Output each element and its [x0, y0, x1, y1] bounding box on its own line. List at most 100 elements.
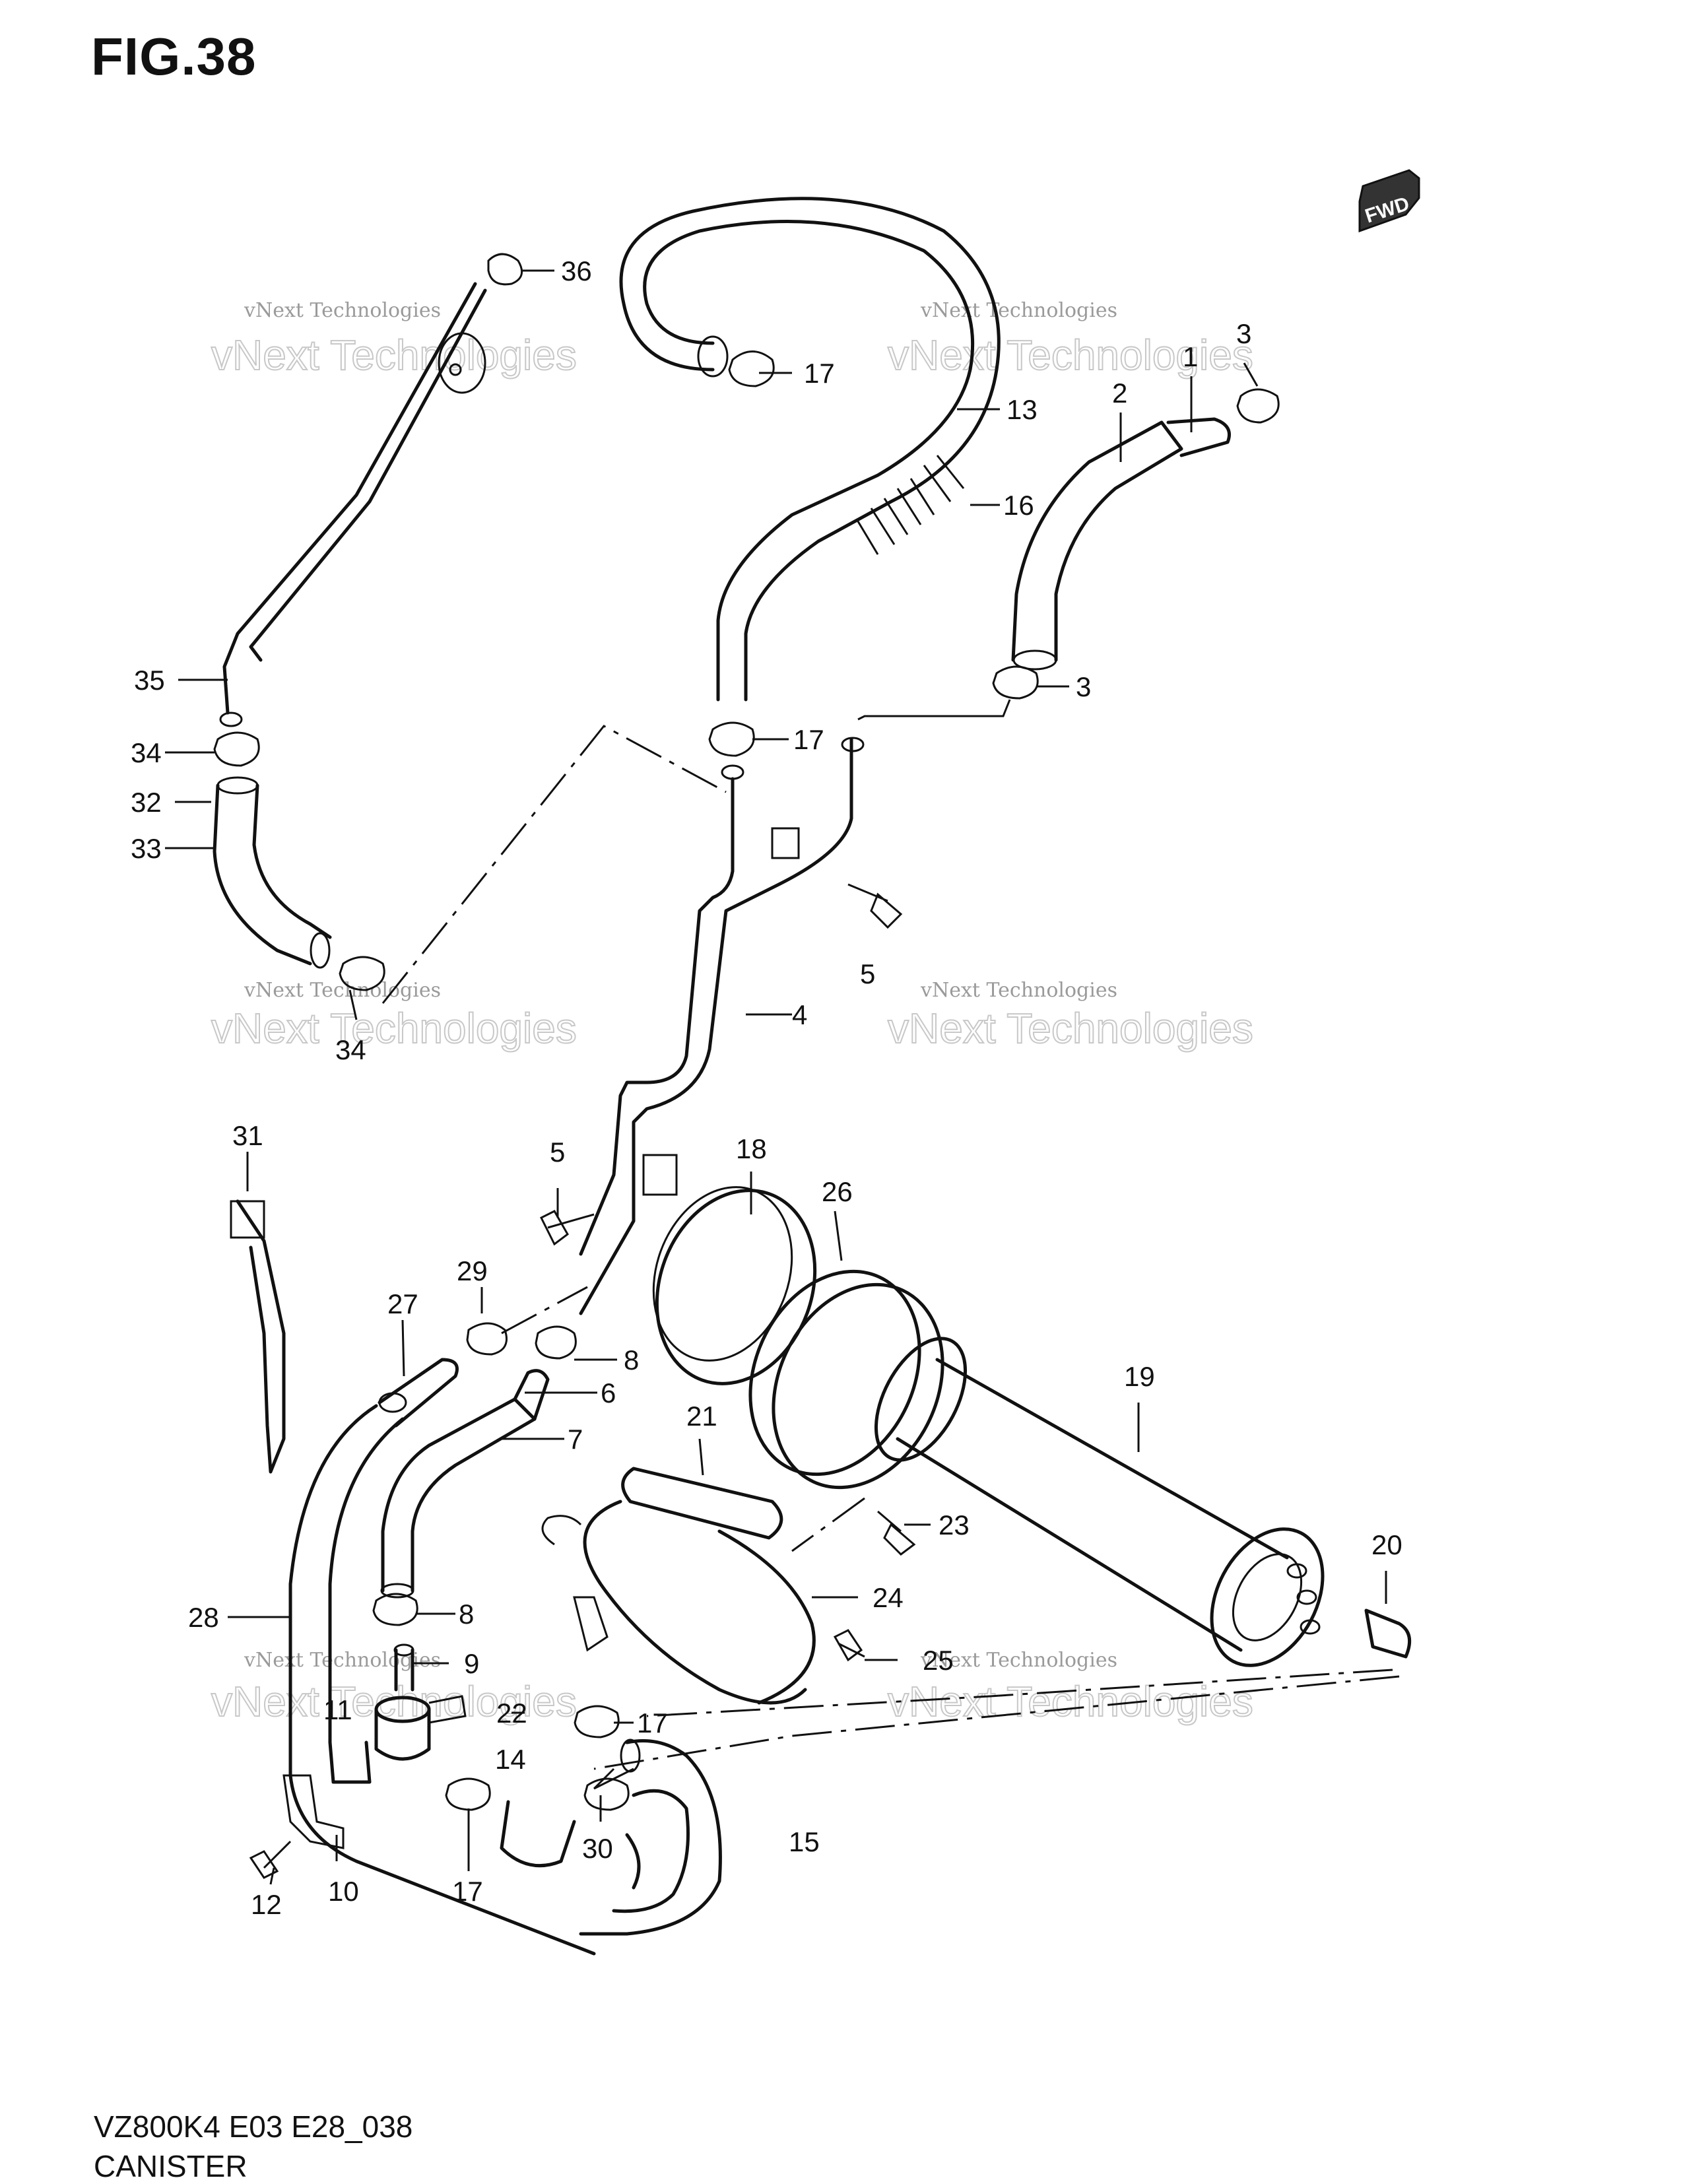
callout-32: 32 — [131, 787, 162, 818]
bolt-12 — [249, 1840, 292, 1879]
bolt-23 — [877, 1510, 916, 1556]
hose-13 — [619, 197, 1001, 702]
bolt-5 — [539, 1210, 595, 1246]
callout-17: 17 — [452, 1876, 483, 1907]
seal-18 — [652, 1186, 817, 1385]
holder-24 — [541, 1500, 816, 1705]
bracket-21 — [621, 1467, 783, 1540]
hose-14 — [500, 1800, 576, 1868]
pipe-1 — [1166, 417, 1231, 457]
figure-title: FIG.38 — [91, 27, 257, 86]
watermark-text: vNext Technologies — [211, 1005, 577, 1052]
watermark-text: vNext Technologies — [888, 331, 1253, 379]
callout-10: 10 — [328, 1876, 359, 1907]
callout-13: 13 — [1006, 394, 1038, 425]
callout-17: 17 — [793, 724, 824, 755]
callout-18: 18 — [736, 1133, 767, 1164]
callout-3: 3 — [1076, 671, 1091, 702]
watermark-text: vNext Technologies — [888, 1005, 1253, 1052]
callout-1: 1 — [1183, 341, 1198, 372]
callout-8: 8 — [459, 1599, 474, 1630]
callout-30: 30 — [582, 1833, 613, 1864]
callout-labels: 1 2 3 3 4 5 5 6 7 8 8 9 10 11 12 13 14 1… — [131, 255, 1402, 1920]
model-code: VZ800K4 E03 E28_038 — [94, 2109, 413, 2144]
hose-27 — [378, 1358, 459, 1428]
clamp-3 — [992, 665, 1039, 700]
clamp-29 — [466, 1322, 508, 1356]
callout-5: 5 — [550, 1137, 565, 1168]
hose-protector-16 — [857, 455, 965, 555]
callout-36: 36 — [561, 255, 592, 286]
hose-11 — [328, 1740, 372, 1784]
hose-7 — [380, 1397, 537, 1599]
hose-6 — [513, 1369, 550, 1421]
callout-12: 12 — [251, 1889, 282, 1920]
callout-14: 14 — [495, 1744, 526, 1775]
pipe-9 — [393, 1643, 414, 1692]
watermark-text: vNext Technologies — [244, 1649, 441, 1672]
figure-subtitle: CANISTER — [94, 2149, 248, 2183]
callout-17: 17 — [637, 1707, 668, 1738]
callout-28: 28 — [188, 1602, 219, 1633]
clamp-17 — [574, 1705, 620, 1738]
bolt-25 — [833, 1629, 865, 1662]
clamp-8 — [372, 1593, 418, 1626]
clamp-17 — [728, 350, 775, 387]
callout-5: 5 — [860, 958, 875, 989]
watermark-group: vNext Technologies vNext Technologies vN… — [211, 299, 1254, 1726]
watermark-text: vNext Technologies — [920, 299, 1117, 322]
clamp-3 — [1236, 388, 1280, 424]
bolt-5 — [847, 883, 903, 929]
callout-17: 17 — [804, 358, 835, 389]
clamp-17 — [708, 721, 755, 757]
watermark-text: vNext Technologies — [888, 1678, 1253, 1725]
callout-7: 7 — [568, 1424, 583, 1455]
callout-21: 21 — [686, 1401, 717, 1432]
callout-2: 2 — [1112, 378, 1127, 409]
callout-11: 11 — [323, 1694, 352, 1725]
callout-15: 15 — [789, 1826, 820, 1857]
callout-4: 4 — [792, 999, 807, 1030]
callout-16: 16 — [1003, 490, 1034, 521]
watermark-text: vNext Technologies — [244, 979, 441, 1002]
clamp-34 — [213, 731, 260, 767]
pipe-4 — [579, 737, 865, 1315]
callout-9: 9 — [464, 1648, 479, 1679]
callout-20: 20 — [1371, 1529, 1402, 1560]
cap-20 — [1364, 1608, 1412, 1659]
callout-3: 3 — [1236, 318, 1251, 349]
watermark-text: vNext Technologies — [920, 979, 1117, 1002]
reference-lines — [381, 699, 1400, 1790]
hose-33 — [213, 776, 332, 969]
clamp-36 — [487, 253, 523, 286]
hose-2 — [1011, 420, 1183, 671]
callout-22: 22 — [496, 1698, 527, 1729]
clamp-8 — [535, 1325, 577, 1360]
clamp-30 — [583, 1777, 630, 1811]
watermark-text: vNext Technologies — [211, 1678, 577, 1725]
cap-26 — [748, 1269, 944, 1490]
watermark-text: vNext Technologies — [244, 299, 441, 322]
canister-19 — [874, 1337, 1325, 1667]
valve-22 — [374, 1695, 467, 1761]
callout-29: 29 — [457, 1255, 488, 1286]
callout-23: 23 — [939, 1509, 970, 1540]
leader-lines — [165, 269, 1387, 1885]
callout-25: 25 — [923, 1645, 954, 1676]
callout-26: 26 — [822, 1176, 853, 1207]
bracket-34 — [438, 332, 486, 394]
band-31 — [230, 1199, 286, 1474]
fwd-arrow-icon: FWD — [1358, 169, 1420, 233]
clamp-10 — [282, 1774, 345, 1849]
callout-31: 31 — [232, 1120, 263, 1151]
watermark-text: vNext Technologies — [211, 331, 577, 379]
callout-24: 24 — [873, 1582, 904, 1613]
callout-19: 19 — [1124, 1361, 1155, 1392]
callout-6: 6 — [601, 1377, 616, 1408]
callout-27: 27 — [387, 1288, 418, 1319]
clamp-34 — [339, 956, 385, 991]
callout-33: 33 — [131, 833, 162, 864]
clamp-17 — [445, 1777, 491, 1811]
callout-35: 35 — [134, 665, 165, 696]
